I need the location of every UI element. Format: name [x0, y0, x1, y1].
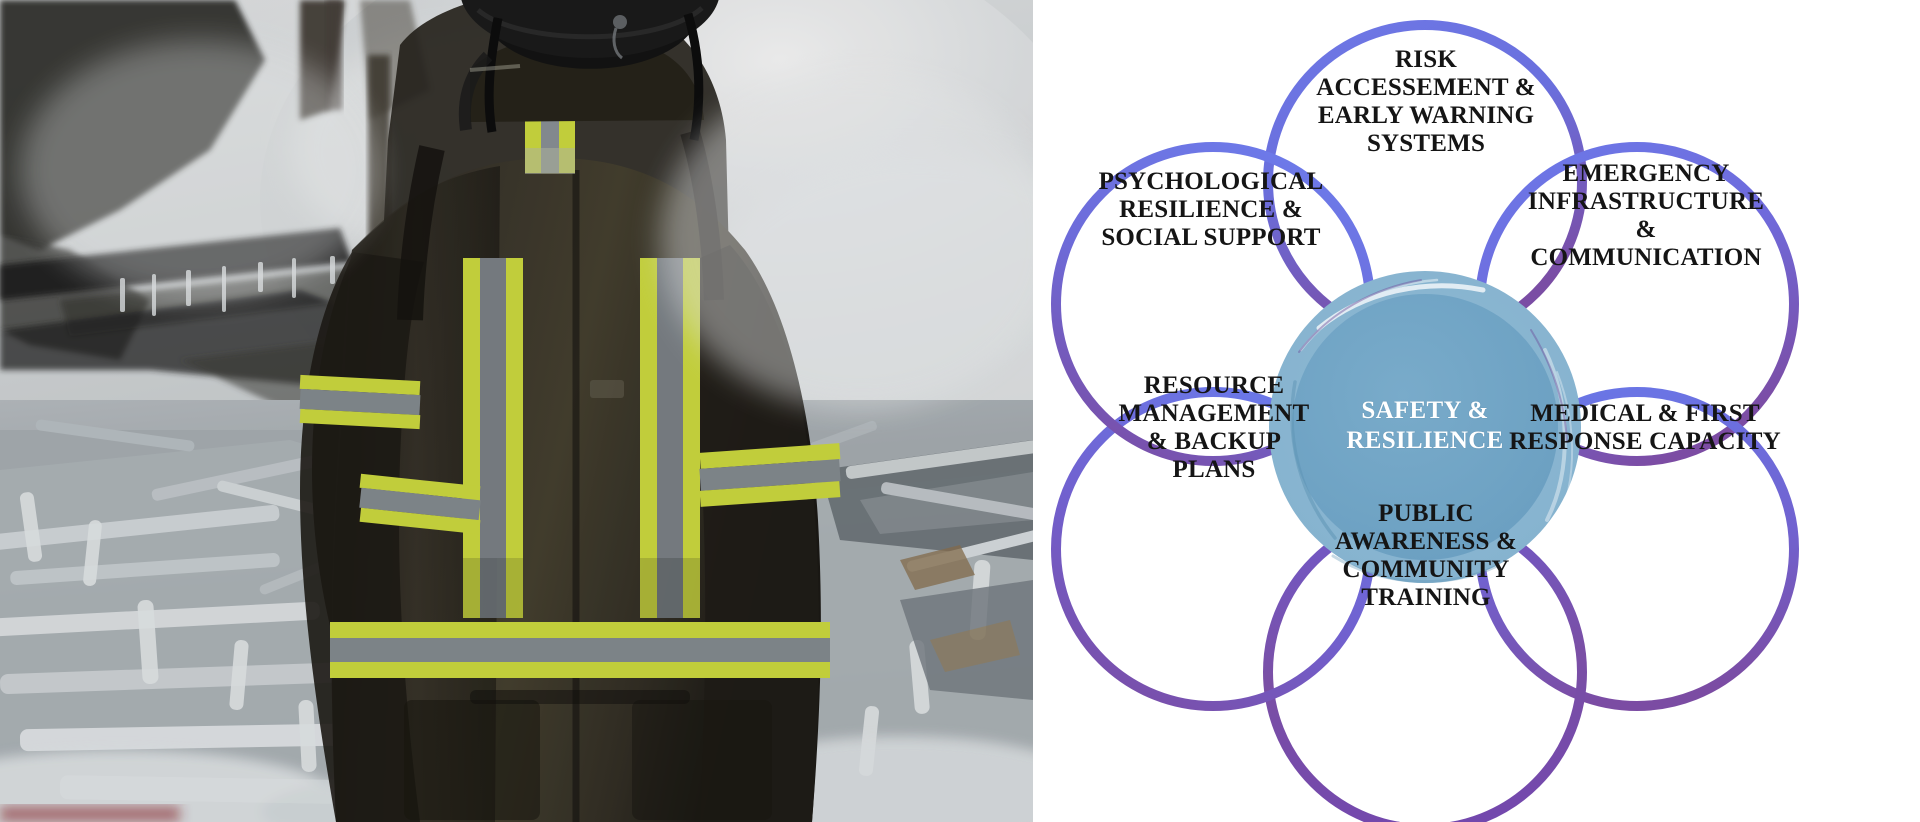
center-hub	[1269, 271, 1595, 584]
safety-resilience-diagram: RISK ACCESSEMENT & EARLY WARNING SYSTEMS…	[1033, 0, 1920, 822]
firefighter-photo	[0, 0, 1033, 822]
diagram-graphic	[1033, 0, 1920, 822]
firefighter-figure	[299, 0, 841, 822]
firefighter-photo-graphic	[0, 0, 1033, 822]
